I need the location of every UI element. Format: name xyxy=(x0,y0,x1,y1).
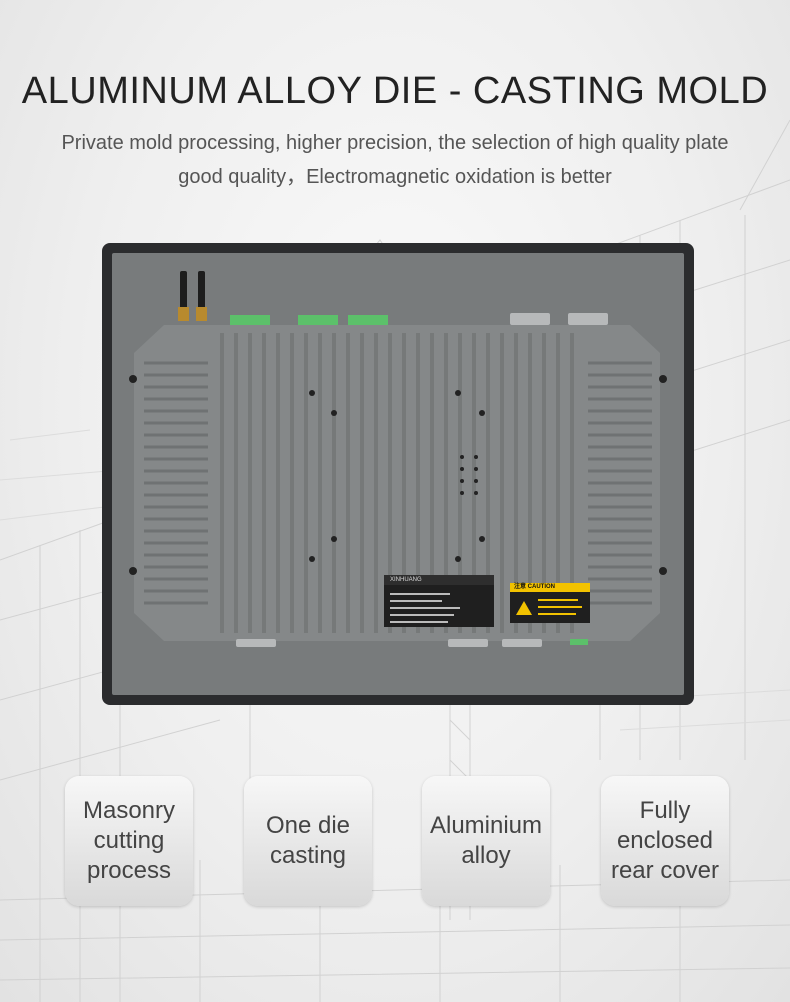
rear-housing-illustration xyxy=(129,271,667,647)
antenna-icon xyxy=(178,271,207,321)
page-subtitle: Private mold processing, higher precisio… xyxy=(0,126,790,194)
panel-pc-rear-view: XINHUANG 注意 CAUTION xyxy=(102,243,694,705)
subtitle-line-2: good quality，Electromagnetic oxidation i… xyxy=(178,166,612,188)
feature-card-masonry: Masonry cutting process xyxy=(65,776,193,906)
feature-label: Aluminium alloy xyxy=(429,812,543,869)
feature-label: Masonry cutting process xyxy=(82,797,176,884)
page-title: ALUMINUM ALLOY DIE - CASTING MOLD xyxy=(21,70,769,112)
product-label-header: XINHUANG xyxy=(390,577,422,583)
mounting-plate: XINHUANG 注意 CAUTION xyxy=(112,253,684,695)
feature-label: Fully enclosed rear cover xyxy=(610,797,720,884)
caution-label-text: 注意 CAUTION xyxy=(514,584,555,590)
feature-card-rear-cover: Fully enclosed rear cover xyxy=(601,776,729,906)
feature-card-aluminium: Aluminium alloy xyxy=(422,776,550,906)
feature-label: One die casting xyxy=(265,812,351,869)
feature-card-die-casting: One die casting xyxy=(244,776,372,906)
subtitle-line-1: Private mold processing, higher precisio… xyxy=(61,132,729,154)
